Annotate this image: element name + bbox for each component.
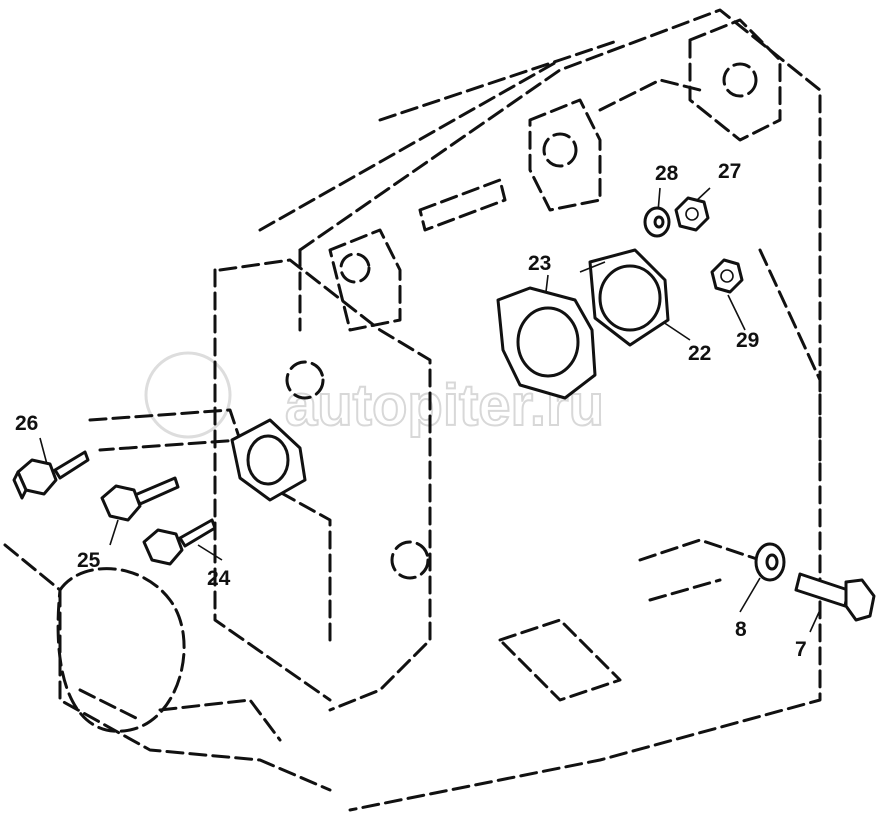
callout-28: 28 bbox=[655, 162, 679, 185]
callout-27: 27 bbox=[718, 160, 741, 183]
bolt-24 bbox=[142, 518, 217, 566]
callout-22: 22 bbox=[688, 342, 711, 365]
callout-24: 24 bbox=[207, 567, 231, 590]
cover-22 bbox=[579, 248, 670, 347]
callout-25: 25 bbox=[77, 549, 101, 572]
callout-8: 8 bbox=[735, 618, 747, 641]
callout-7: 7 bbox=[795, 638, 807, 661]
bolt-26 bbox=[12, 450, 90, 500]
callouts: 26 25 24 23 22 29 28 27 8 7 bbox=[15, 160, 807, 661]
nut-29 bbox=[710, 258, 744, 294]
washer-8 bbox=[754, 542, 786, 582]
callout-26: 26 bbox=[15, 412, 38, 435]
leader-lines bbox=[39, 187, 821, 633]
callout-29: 29 bbox=[736, 329, 759, 352]
bolt-25 bbox=[100, 476, 180, 522]
washer-28 bbox=[643, 206, 671, 238]
nut-27 bbox=[674, 196, 710, 232]
gasket-23 bbox=[496, 286, 597, 400]
callout-23: 23 bbox=[528, 252, 551, 275]
bolt-7 bbox=[794, 572, 876, 622]
gasket-small bbox=[230, 418, 307, 502]
